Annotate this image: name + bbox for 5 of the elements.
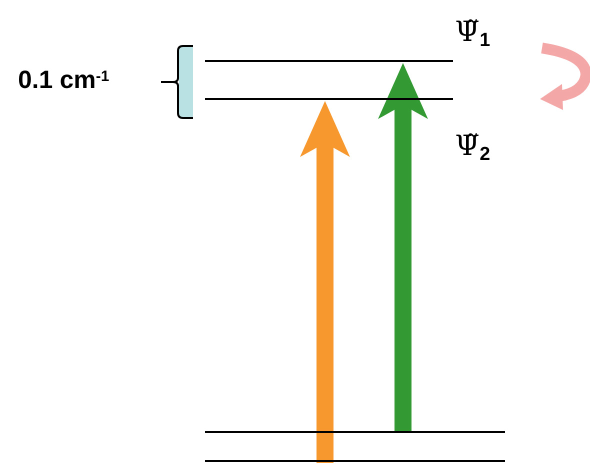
arrow <box>378 63 428 432</box>
energy-gap-label: 0.1 cm$^{-1}$ <box>18 68 110 93</box>
state-label: Ψ̃$_{2}$ <box>455 132 490 160</box>
state-label: Ψ̃$_{1}$ <box>455 18 490 46</box>
arrow <box>300 101 350 463</box>
